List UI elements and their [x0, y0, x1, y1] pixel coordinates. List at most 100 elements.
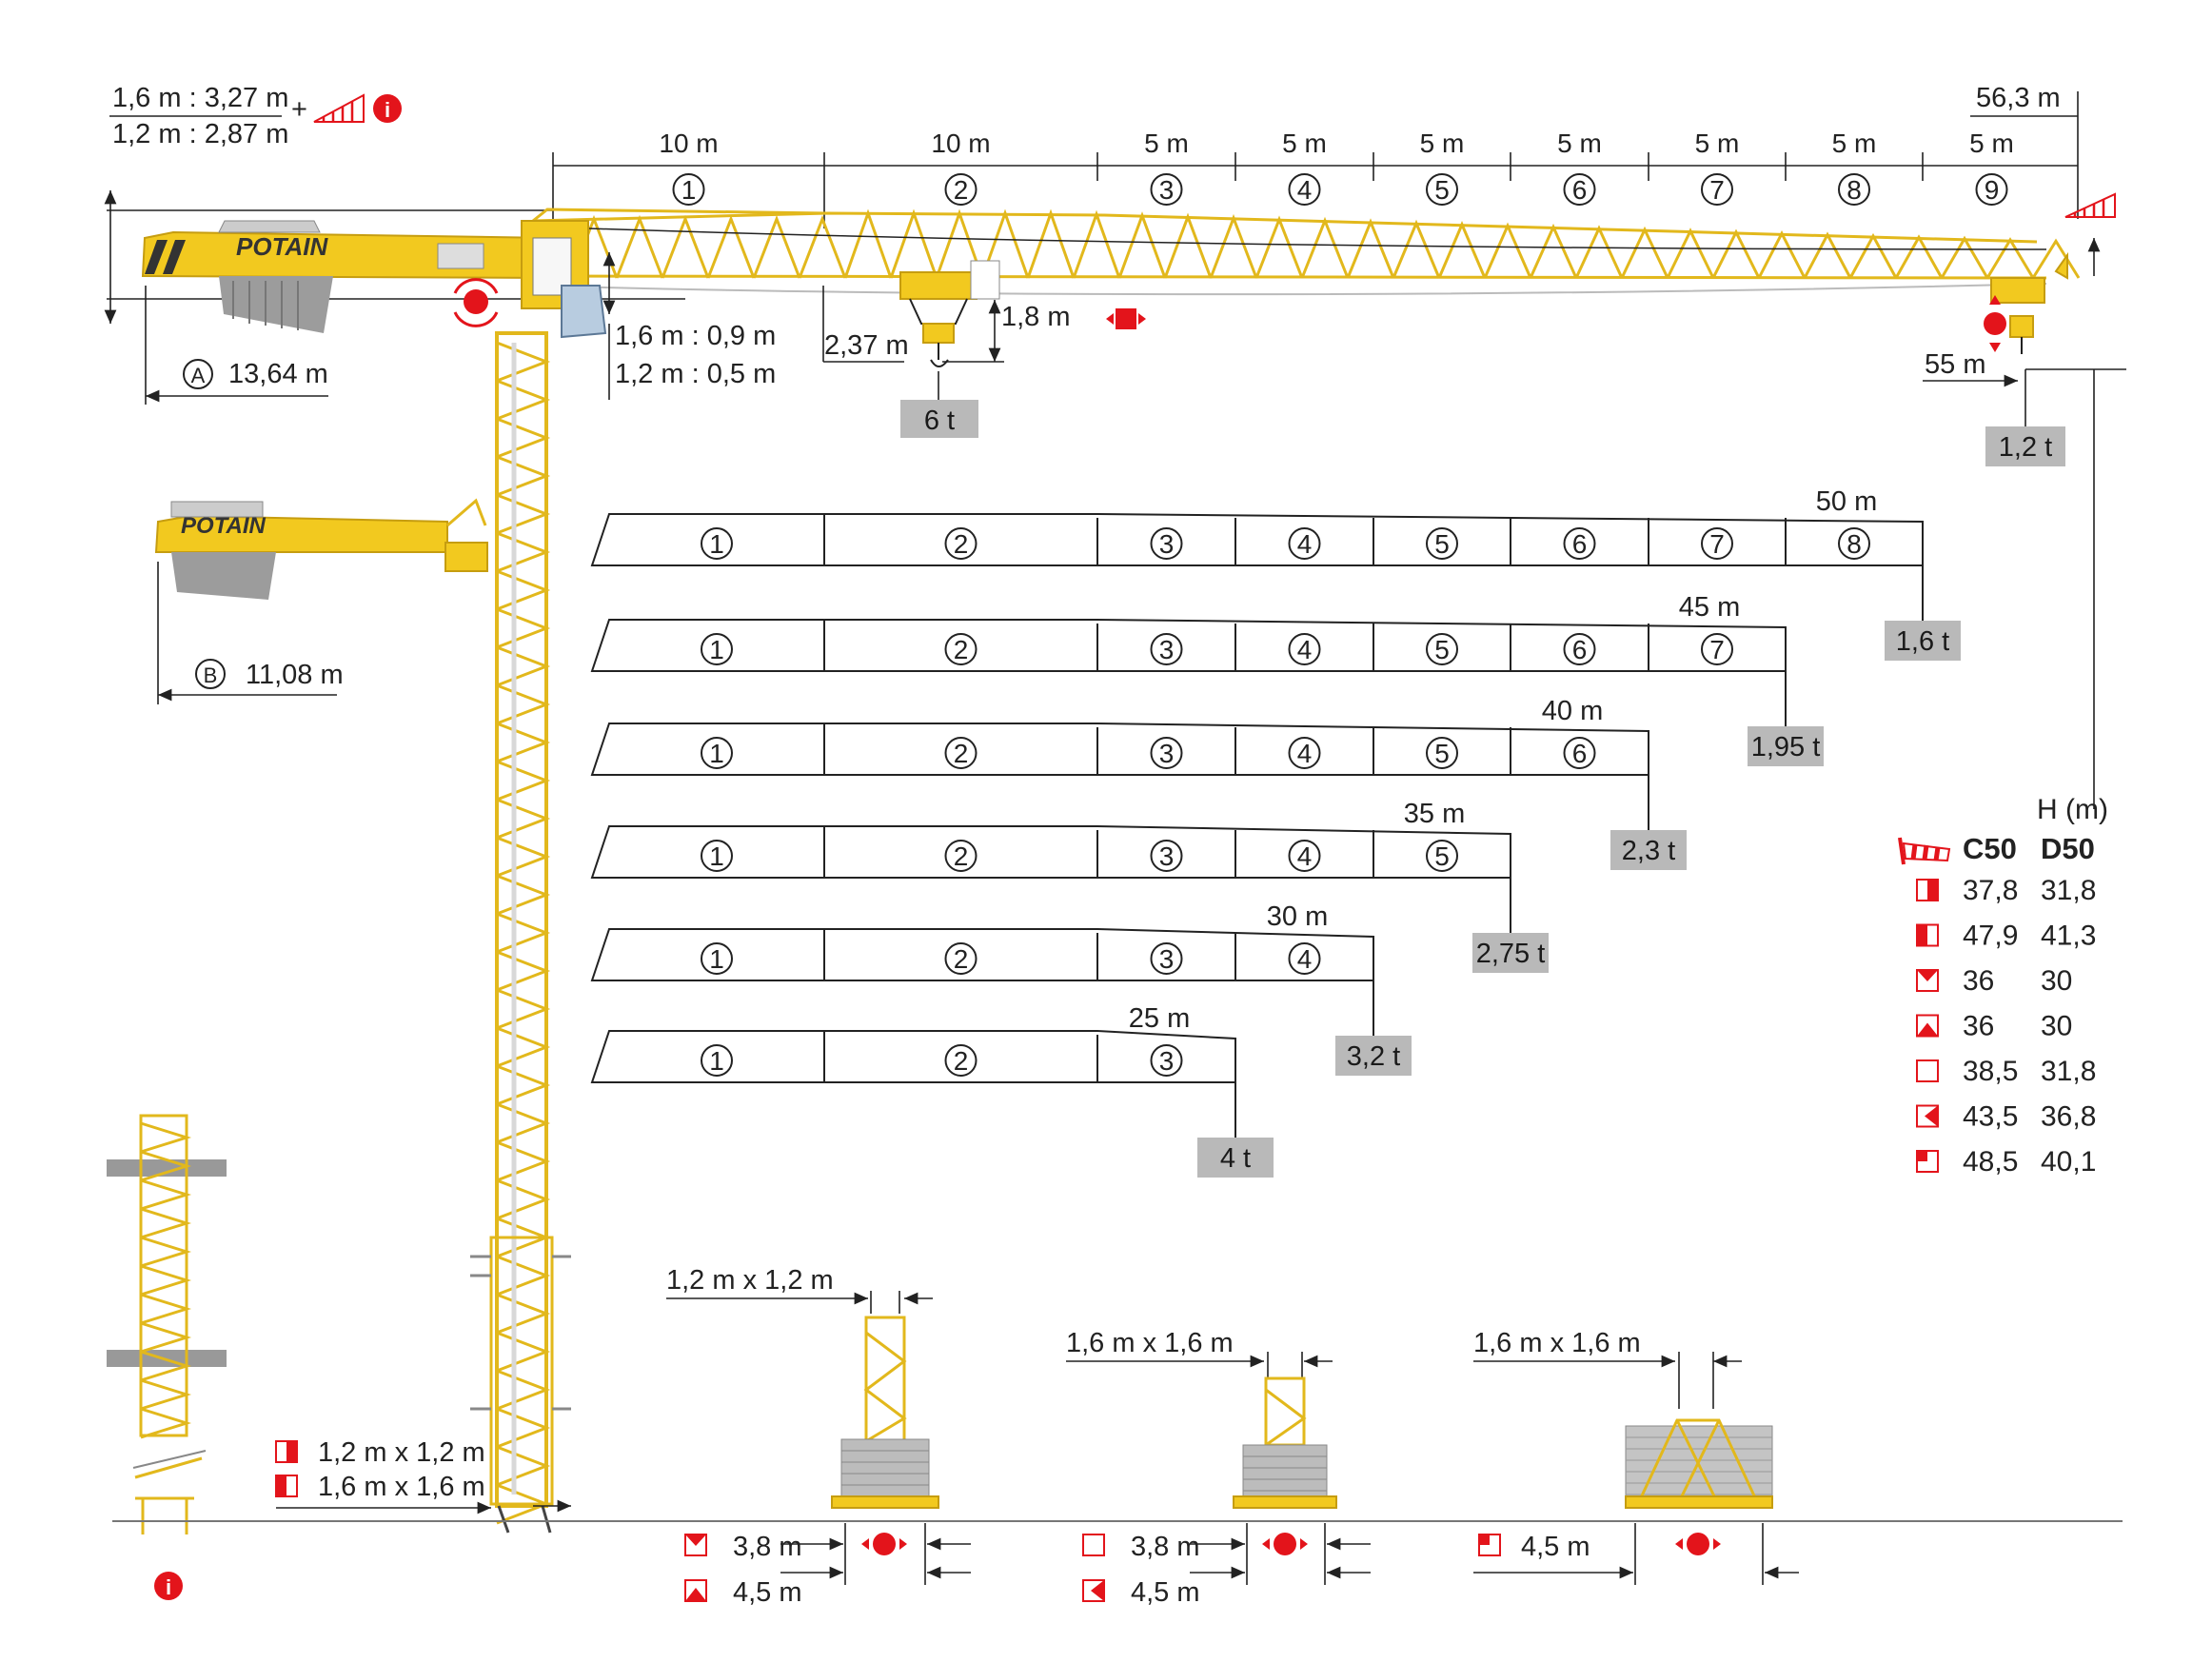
config-segment-number: 2 — [954, 841, 969, 871]
segment-length: 5 m — [1695, 129, 1740, 158]
config-segment-circle — [1288, 840, 1321, 872]
config-segment-number: 2 — [954, 739, 969, 768]
config-outline — [590, 619, 1787, 672]
config-segment-circle — [701, 633, 733, 665]
svg-text:i: i — [166, 1575, 171, 1599]
segment-number: 3 — [1159, 175, 1175, 205]
counter-jib-a-label: 13,64 m — [228, 359, 328, 389]
segment-number-circle — [1838, 173, 1870, 206]
segment-length: 5 m — [1144, 129, 1189, 158]
segment-number: 9 — [1985, 175, 2000, 205]
config-segment-circle — [1288, 942, 1321, 975]
chassis-4.5-icon — [1916, 1104, 1939, 1128]
config-length: 30 m — [1267, 901, 1328, 932]
hook-drop-label: 1,8 m — [1001, 302, 1071, 332]
config-outline — [590, 928, 1374, 981]
trolley-drop-label: 2,37 m — [824, 330, 909, 361]
base3-dim: 4,5 m — [1521, 1532, 1590, 1562]
mast — [470, 331, 571, 1534]
base3-travel-icon — [1675, 1533, 1721, 1555]
info-icon-bottom[interactable]: i — [154, 1572, 183, 1600]
config-segment-circle — [1288, 527, 1321, 560]
base1-icon-b — [684, 1579, 707, 1602]
base2-dim-a: 3,8 m — [1131, 1532, 1200, 1562]
slewing-rotation-icon — [453, 278, 499, 327]
config-outline — [590, 1030, 1236, 1083]
brand-logo: POTAIN — [236, 232, 329, 261]
config-segment-number: 5 — [1434, 529, 1450, 559]
height-c50: 36 — [1963, 1011, 1994, 1042]
tip-load-label: 1,2 t — [1999, 432, 2052, 463]
config-segment-circle — [1701, 633, 1733, 665]
config-segment-circle — [701, 942, 733, 975]
config-segment-number: 3 — [1159, 529, 1175, 559]
max-load-label: 6 t — [924, 406, 955, 436]
height-d50: 40,1 — [2041, 1146, 2096, 1178]
base1-icon-a — [684, 1534, 707, 1556]
base-3: 1,6 m x 1,6 m 4,5 m — [1473, 1328, 1799, 1585]
cw-note-line2: 1,2 m : 2,87 m — [112, 119, 288, 149]
segment-number-circle — [1150, 173, 1183, 206]
config-segment-circle — [944, 527, 978, 560]
segment-number-circle — [944, 173, 978, 206]
counterweight-note: 1,6 m : 3,27 m 1,2 m : 2,87 m + i — [109, 83, 402, 149]
config-segment-number: 7 — [1709, 529, 1725, 559]
cw-note-plus: + — [291, 94, 307, 125]
segment-number-circle — [1975, 173, 2008, 206]
config-length: 35 m — [1404, 799, 1465, 829]
config-load-box — [1197, 1138, 1274, 1178]
segment-length: 5 m — [1420, 129, 1465, 158]
chassis-3.8-icon — [1916, 1059, 1939, 1082]
segment-number: 4 — [1297, 175, 1313, 205]
segment-length: 5 m — [1832, 129, 1877, 158]
config-segment-number: 1 — [709, 841, 724, 871]
base2-travel-icon — [1262, 1533, 1308, 1555]
config-segment-number: 1 — [709, 635, 724, 664]
config-segment-number: 3 — [1159, 635, 1175, 664]
height-row: 48,5 40,1 — [1916, 1146, 2096, 1178]
counter-jib-b: POTAIN — [154, 498, 488, 600]
base-4.5-icon — [1916, 1014, 1939, 1038]
ballast-wedge-tip-icon — [2064, 192, 2116, 218]
height-c50: 43,5 — [1963, 1101, 2018, 1133]
config-segment-number: 3 — [1159, 739, 1175, 768]
height-c50: 48,5 — [1963, 1146, 2018, 1178]
config-segment-circle — [1426, 840, 1458, 872]
ballast-wedge-icon — [313, 93, 365, 123]
height-col-d50: D50 — [2041, 832, 2095, 865]
config-segment-circle — [944, 633, 978, 665]
cw-height-b: 1,2 m : 0,5 m — [615, 359, 776, 389]
config-tip-load: 4 t — [1220, 1143, 1251, 1174]
height-d50: 31,8 — [2041, 875, 2096, 906]
mast-1.6-legend-icon — [275, 1475, 298, 1497]
config-segment-circle — [701, 527, 733, 560]
config-outline — [590, 825, 1511, 879]
config-segment-number: 6 — [1572, 739, 1588, 768]
config-segment-number: 6 — [1572, 529, 1588, 559]
segment-length: 10 m — [659, 129, 718, 158]
base1-travel-icon — [861, 1533, 907, 1555]
base2-dim-b: 4,5 m — [1131, 1577, 1200, 1608]
config-segment-circle — [1838, 527, 1870, 560]
trolley-travel-icon — [1106, 308, 1146, 329]
info-icon[interactable]: i — [373, 94, 402, 123]
config-segment-circle — [1701, 527, 1733, 560]
config-segment-circle — [701, 737, 733, 769]
base2-icon-b — [1082, 1579, 1105, 1602]
base-options: 1,2 m x 1,2 m 3,8 m — [112, 1265, 2123, 1608]
config-segment-circle — [1150, 633, 1183, 665]
counter-jib-b-marker: B — [195, 659, 226, 689]
config-segment-number: 1 — [709, 944, 724, 974]
height-c50: 36 — [1963, 965, 1994, 997]
main-jib — [532, 192, 2116, 296]
config-segment-circle — [1563, 737, 1596, 769]
config-segment-number: 2 — [954, 529, 969, 559]
config-segment-number: 2 — [954, 944, 969, 974]
total-reach-label: 56,3 m — [1976, 83, 2061, 113]
